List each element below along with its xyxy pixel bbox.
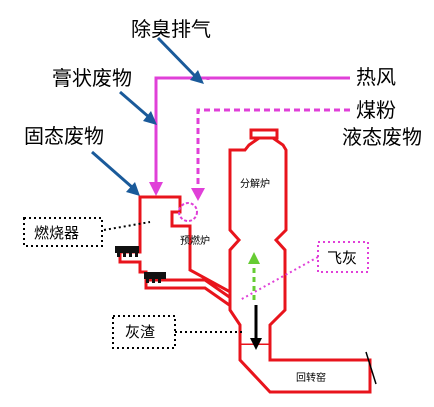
rotary-kiln-outline [238, 345, 372, 394]
paste-waste-flow-arrowhead [149, 182, 163, 196]
hot-air-label: 热风 [356, 65, 396, 89]
coal-powder-flow-arrowhead [191, 188, 205, 201]
solid-waste-label: 固态废物 [24, 124, 104, 148]
pre-combustion-lower-wall [144, 280, 246, 318]
decomposition-furnace-outline [228, 134, 288, 347]
burner-label-box [23, 217, 103, 247]
coal-powder-label: 煤粉 [356, 98, 396, 122]
burner-nozzle-upper [115, 246, 139, 253]
deodorize-exhaust-label: 除臭排气 [131, 17, 211, 41]
pre-combustion-furnace-outline [118, 195, 247, 311]
solid-waste-arrow [91, 150, 134, 190]
burner-nozzle-lower [144, 272, 166, 279]
flow-junction-circle [178, 202, 198, 222]
paste-waste-arrowhead [143, 111, 157, 125]
rotary-kiln-break [365, 351, 377, 385]
fly-ash-label: 飞灰 [327, 249, 357, 267]
exhaust-arrow [156, 36, 198, 79]
ash-slag-label-box [112, 315, 176, 349]
decomposition-furnace-label: 分解炉 [240, 177, 270, 190]
burner-teeth-upper [117, 253, 138, 257]
pre-combustion-furnace-label: 预燃炉 [180, 234, 210, 247]
paste-waste-flow-line [154, 76, 350, 186]
paste-waste-arrow [119, 90, 151, 120]
exhaust-arrowhead [190, 70, 204, 84]
solid-waste-arrowhead [126, 182, 140, 196]
liquid-waste-label: 液态废物 [342, 125, 422, 149]
fly-ash-label-box [317, 241, 369, 273]
rotary-kiln-label: 回转窑 [296, 371, 326, 384]
ash-arrowhead [250, 338, 262, 350]
coal-powder-flow-line [196, 108, 350, 190]
fly-ash-arrowhead [248, 252, 260, 264]
ash-slag-label: 灰渣 [125, 323, 155, 341]
decomposition-furnace-top [249, 128, 279, 140]
burner-teeth-lower [146, 279, 161, 283]
paste-waste-label: 膏状废物 [52, 66, 132, 90]
burner-label: 燃烧器 [34, 224, 79, 242]
